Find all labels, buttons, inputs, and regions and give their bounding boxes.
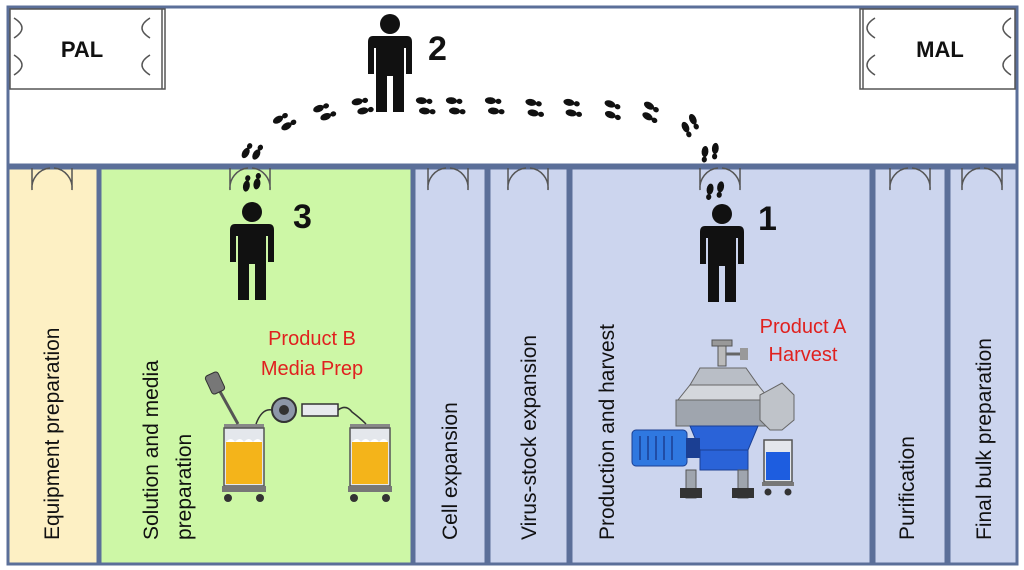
room-label-equipment: Equipment preparation [41, 328, 64, 540]
room-purification[interactable] [872, 166, 948, 566]
operator-2: 2 [368, 14, 447, 112]
mal-airlock[interactable]: MAL [859, 8, 1016, 90]
corridor [6, 5, 1019, 167]
room-label-purification: Purification [896, 436, 919, 540]
operator-1: 1 [700, 200, 777, 302]
room-equipment[interactable] [6, 166, 100, 566]
room-label-final: Final bulk preparation [973, 338, 996, 540]
room-label-production: Production and harvest [596, 324, 619, 540]
room-virus[interactable] [487, 166, 570, 566]
media-prep-equipment-icon [204, 371, 393, 503]
room-label-solution-line1: Solution and media [140, 360, 163, 540]
room-label-cell: Cell expansion [439, 402, 462, 540]
operator-2-number: 2 [428, 30, 447, 68]
product-b-line2: Media Prep [261, 358, 363, 380]
room-label-virus: Virus-stock expansion [518, 335, 541, 540]
product-a-line2: Harvest [769, 344, 838, 366]
product-a-line1: Product A [760, 316, 847, 338]
pal-label: PAL [61, 37, 103, 62]
room-cell[interactable] [412, 166, 488, 566]
operator-3: 3 [230, 198, 312, 300]
centrifuge-icon [631, 339, 795, 499]
operator-3-number: 3 [293, 198, 312, 236]
operator-1-number: 1 [758, 200, 777, 238]
mal-label: MAL [916, 37, 964, 62]
room-doors [31, 167, 1003, 191]
room-final[interactable] [947, 166, 1019, 566]
product-b-line1: Product B [268, 328, 356, 350]
room-label-solution-line2: preparation [173, 434, 196, 540]
pal-airlock[interactable]: PAL [9, 8, 166, 90]
